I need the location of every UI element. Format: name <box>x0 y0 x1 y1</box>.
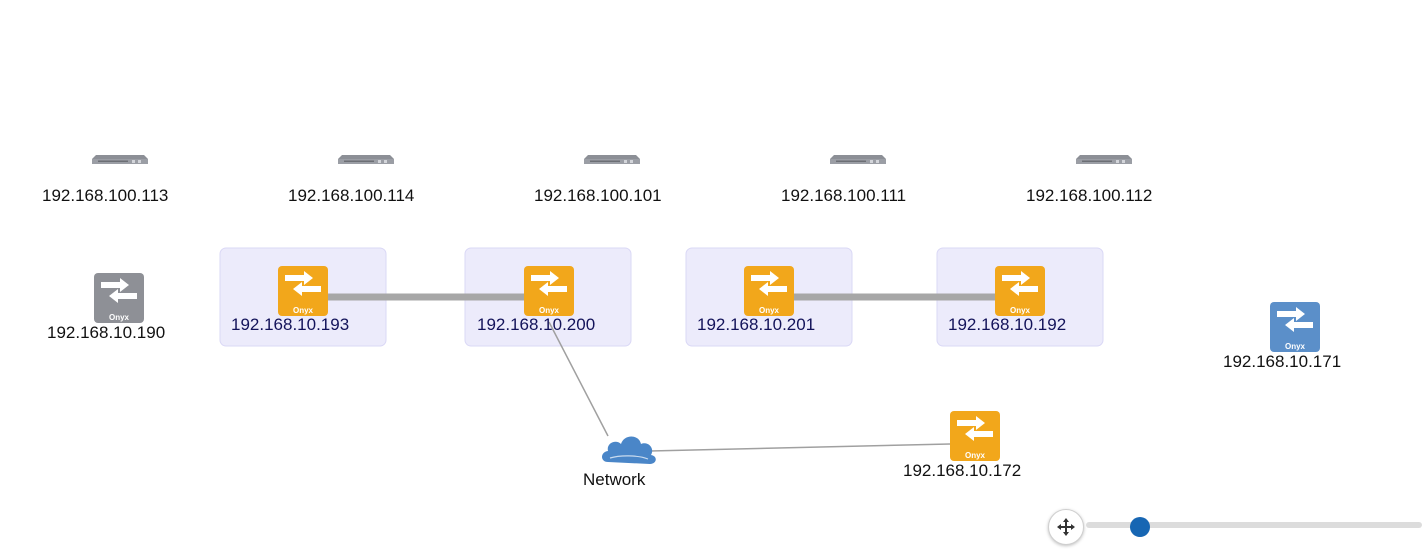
link-network-172[interactable] <box>649 443 951 452</box>
pan-control[interactable] <box>1048 509 1084 545</box>
switch-label: 192.168.10.172 <box>903 461 1022 480</box>
switch-193[interactable]: Onyx <box>278 266 328 316</box>
switch-label: 192.168.10.190 <box>47 323 166 342</box>
host-label: 192.168.100.112 <box>1026 186 1153 205</box>
switch-201[interactable]: Onyx <box>744 266 794 316</box>
server-icon[interactable] <box>830 155 886 164</box>
switch-200[interactable]: Onyx <box>524 266 574 316</box>
server-icon[interactable] <box>338 155 394 164</box>
switch-badge: Onyx <box>293 306 314 315</box>
switch-badge: Onyx <box>539 306 560 315</box>
network-cloud[interactable] <box>602 436 656 465</box>
topology-canvas[interactable]: Onyx Onyx Onyx Onyx Onyx Onyx Onyx <box>0 0 1422 531</box>
host-label: 192.168.100.113 <box>42 186 169 205</box>
switch-172[interactable]: Onyx <box>950 411 1000 461</box>
host-label: 192.168.100.101 <box>534 186 662 205</box>
switch-190[interactable]: Onyx <box>94 273 144 323</box>
switch-badge: Onyx <box>1010 306 1031 315</box>
switch-label: 192.168.10.193 <box>231 315 350 334</box>
pan-icon <box>1057 518 1075 536</box>
switch-171[interactable]: Onyx <box>1270 302 1320 352</box>
zoom-slider-track[interactable] <box>1086 522 1422 528</box>
server-icon[interactable] <box>584 155 640 164</box>
switch-label: 192.168.10.201 <box>697 315 816 334</box>
switch-label: 192.168.10.192 <box>948 315 1067 334</box>
switch-badge: Onyx <box>759 306 780 315</box>
switch-192[interactable]: Onyx <box>995 266 1045 316</box>
cloud-label: Network <box>583 470 646 489</box>
zoom-slider-thumb[interactable] <box>1130 517 1150 537</box>
host-label: 192.168.100.114 <box>288 186 415 205</box>
server-icon[interactable] <box>92 155 148 164</box>
switch-label: 192.168.10.200 <box>477 315 596 334</box>
link-200-network[interactable] <box>548 321 609 437</box>
cloud-icon <box>602 436 656 464</box>
switch-badge: Onyx <box>109 313 130 322</box>
server-icon[interactable] <box>1076 155 1132 164</box>
host-label: 192.168.100.111 <box>781 186 907 205</box>
switch-badge: Onyx <box>1285 342 1306 351</box>
switch-label: 192.168.10.171 <box>1223 352 1342 371</box>
switch-badge: Onyx <box>965 451 986 460</box>
